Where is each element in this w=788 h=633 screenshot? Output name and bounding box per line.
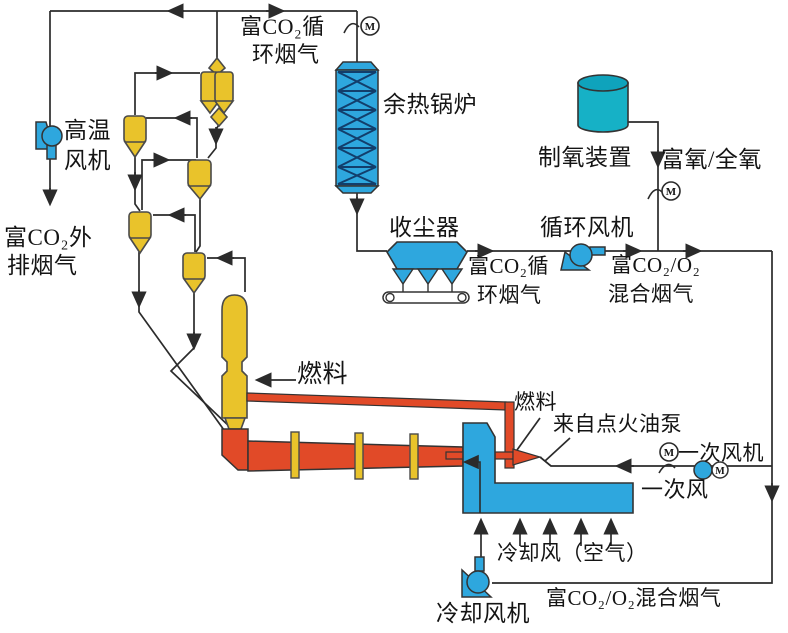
- cyclone-stage2-body: [123, 115, 147, 144]
- collector-body: [385, 241, 469, 270]
- pipe-boiler-to-collector: [356, 193, 387, 252]
- cyclone-stage2-cone: [123, 141, 147, 159]
- cyclone-stage5: [182, 252, 206, 295]
- label-high-temp-fan-1: 高温: [64, 118, 111, 143]
- motor-valve-top-m: M: [365, 21, 376, 33]
- duct-a-to-twin: [134, 72, 200, 115]
- conveyor-roller-right: [457, 292, 467, 303]
- label-fuel-kiln: 燃料: [514, 390, 557, 414]
- primary-fan-motor-m: M: [715, 466, 725, 477]
- pipe-oxygen: [628, 121, 659, 251]
- label-cooling-air: 冷却风（空气）: [497, 541, 648, 565]
- label-primary-air: 一次风: [641, 477, 709, 502]
- label-primary-air-fan: 一次风机: [678, 441, 764, 465]
- label-top-circulating-gas-2: 环烟气: [252, 42, 320, 67]
- duct-c-dipleg: [138, 252, 225, 431]
- cyclone-stage5-cone: [182, 278, 206, 295]
- twin-cyclone-bottom-diamond: [209, 106, 229, 128]
- label-oxygen-supply: 富氧/全氧: [661, 147, 762, 172]
- twin-cyclone-left-cone: [199, 100, 221, 115]
- oxygen-plant-tank: [577, 74, 629, 133]
- kiln-tyre-1: [290, 431, 300, 479]
- label-waste-heat-boiler: 余热锅炉: [383, 92, 477, 117]
- twin-cyclone-stage1: [199, 56, 235, 128]
- duct-d-to-c: [153, 214, 196, 252]
- motor-valve-primary-air-icon: M: [658, 442, 679, 474]
- kiln-tyre-2: [354, 432, 364, 480]
- pipe-right-rail: [492, 251, 773, 584]
- flow-arrows: [42, 3, 780, 546]
- tank-top: [577, 74, 629, 92]
- fuel-pipe-slant: [246, 392, 507, 411]
- label-top-circulating-gas-1: 富CO₂循: [240, 14, 325, 39]
- cyclone-stage4: [128, 211, 152, 255]
- dust-collector: [382, 241, 470, 304]
- label-fuel-calciner: 燃料: [297, 361, 349, 388]
- kiln-inlet-box: [221, 428, 249, 471]
- collector-hopper-3: [440, 268, 464, 286]
- label-mid-circulating-gas-1: 富CO₂循: [468, 254, 549, 278]
- motor-valve-oxygen-m: M: [666, 186, 677, 198]
- label-mid-circulating-gas-2: 环烟气: [477, 283, 542, 307]
- label-bottom-mixed-gas: 富CO₂/O₂混合烟气: [546, 586, 722, 610]
- twin-cyclone-right-body: [214, 71, 234, 103]
- primary-air-fan-icon: M: [693, 460, 729, 480]
- duct-b-to-a: [146, 117, 198, 158]
- circulation-fan-icon: [560, 243, 606, 271]
- duct-d-dipleg: [169, 292, 232, 429]
- label-cooling-fan: 冷却风机: [436, 601, 530, 626]
- duct-twin-dipleg: [207, 123, 220, 159]
- duct-calciner-to-d: [207, 257, 246, 292]
- label-circulation-fan: 循环风机: [540, 215, 634, 240]
- cyclone-stage3: [187, 159, 212, 201]
- duct-b-dipleg: [195, 198, 201, 253]
- motor-valve-top-icon: M: [343, 16, 380, 36]
- duct-c-to-b: [141, 159, 196, 210]
- collector-conveyor: [382, 291, 470, 304]
- motor-valve-oxygen-icon: M: [647, 181, 681, 201]
- collector-hopper-2: [416, 268, 440, 286]
- label-mixed-gas-1: 富CO₂/O₂: [611, 253, 701, 277]
- label-mixed-gas-2: 混合烟气: [608, 282, 694, 306]
- high-temp-fan-icon: [35, 121, 63, 160]
- waste-heat-boiler: [334, 61, 380, 194]
- kiln-tyre-3: [409, 433, 419, 480]
- tank-body: [577, 82, 629, 133]
- primary-fan-motor-circle: [711, 461, 729, 479]
- calciner: [221, 294, 248, 419]
- boiler-top-cap: [334, 61, 380, 71]
- collector-hopper-1: [391, 268, 415, 286]
- cyclone-stage4-cone: [128, 237, 152, 255]
- label-oxygen-plant: 制氧装置: [538, 145, 632, 170]
- collector-legs: [402, 284, 453, 292]
- label-ignition-oil-pump: 来自点火油泵: [553, 412, 682, 436]
- cyclone-stage2: [123, 115, 147, 159]
- rotary-kiln-group: [221, 428, 464, 480]
- burner-flame-icon: [512, 448, 543, 466]
- boiler-coil-lattice: [337, 71, 377, 185]
- label-exhaust-gas-1: 富CO₂外: [4, 225, 93, 250]
- label-high-temp-fan-2: 风机: [64, 148, 111, 173]
- label-exhaust-gas-2: 排烟气: [7, 253, 78, 278]
- cooling-fan-icon: [461, 556, 493, 598]
- label-dust-collector: 收尘器: [389, 215, 460, 240]
- preheater-tower: [123, 56, 248, 430]
- cyclone-stage3-body: [187, 159, 212, 188]
- boiler-bottom-cap: [334, 185, 380, 194]
- motor-valves: M M M: [343, 16, 681, 474]
- oil-pump-pointer: [544, 437, 571, 462]
- cyclone-stage4-body: [128, 211, 152, 240]
- fuel-pipe-drop: [504, 401, 515, 469]
- grate-cooler: [462, 422, 634, 514]
- calciner-outlet-funnel: [223, 417, 247, 430]
- cyclone-stage3-cone: [187, 185, 212, 201]
- twin-cyclone-right-cone: [213, 100, 235, 115]
- cyclone-stage5-body: [182, 252, 206, 281]
- fuel-kiln-pointer: [516, 417, 541, 451]
- motor-valve-primary-air-m: M: [664, 447, 675, 459]
- conveyor-roller-left: [385, 292, 395, 303]
